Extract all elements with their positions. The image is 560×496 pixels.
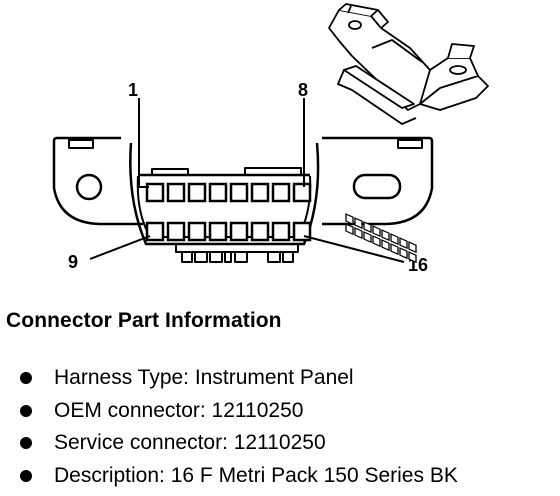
pin-cavity [271,221,291,242]
pin-cavity [208,221,228,242]
pin-cavity [187,182,207,203]
pin-row-top [145,182,312,203]
pin-row-bottom [145,221,312,242]
list-item: Service connector: 12110250 [0,427,458,460]
list-item-text: Harness Type: Instrument Panel [54,366,354,389]
list-item: OEM connector: 12110250 [0,395,458,428]
pin-cavity [145,182,165,203]
list-item-text: Service connector: 12110250 [54,431,326,454]
isometric-pins [345,213,417,264]
pin-label-9: 9 [68,252,78,272]
bullet-icon [20,437,32,449]
pin-cavity [271,182,291,203]
pin-callouts [89,98,405,263]
pin-label-1: 1 [128,80,138,100]
pin-cavity [250,221,270,242]
list-item: Harness Type: Instrument Panel [0,362,458,395]
list-item-text: OEM connector: 12110250 [54,398,304,422]
connector-info-heading: Connector Part Information [6,309,282,332]
pin-cavity [166,182,186,203]
pin-cavity [145,221,165,242]
bullet-icon [20,372,32,384]
pin-cavity [187,221,207,242]
pin-cavity [292,182,312,203]
pin-cavity [229,182,249,203]
pin-cavity [208,182,228,203]
pin-label-8: 8 [298,80,308,100]
bullet-icon [20,469,32,482]
bullet-icon [20,404,32,417]
pin-cavity [250,182,270,203]
pin-cavity [229,221,249,242]
connector-isometric-view [328,3,489,125]
connector-front-view [52,136,434,263]
list-item-text: Description: 16 F Metri Pack 150 Series … [54,463,458,487]
pin-cavity [166,221,186,242]
connector-info-list: Harness Type: Instrument Panel OEM conne… [0,362,458,492]
connector-diagram: 1 8 9 16 [52,3,489,275]
list-item: Description: 16 F Metri Pack 150 Series … [0,460,458,493]
